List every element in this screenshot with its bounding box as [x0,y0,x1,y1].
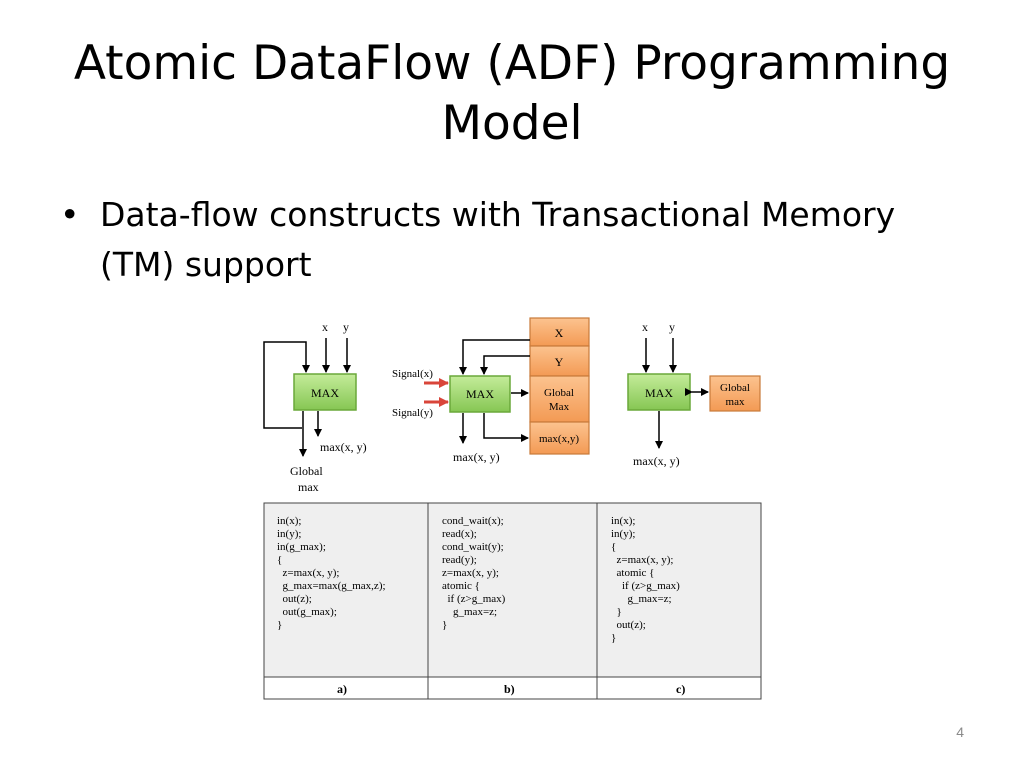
code-c-line: } [611,606,622,618]
c-global-label-1: Global [720,382,750,394]
code-c-line: g_max=z; [611,593,672,605]
diagram-b: X Y Global Max max(x,y) Signal(x) Signal… [392,317,590,464]
code-b-line: z=max(x, y); [442,567,499,579]
a-max-label: MAX [311,386,339,400]
c-max-label: MAX [645,386,673,400]
b-arrow-from-x [459,339,530,375]
b-mem-max-label: max(x,y) [539,433,579,445]
a-feedback-line [263,341,310,429]
b-max-node [449,375,511,413]
code-a-line: out(z); [277,593,312,605]
b-arrow-to-maxxy [483,413,529,442]
code-c-line: out(z); [611,619,646,631]
c-global-label-2: max [726,396,745,408]
bullet-item: • Data-flow constructs with Transactiona… [60,190,920,290]
diagram-c: x y MAX Global max max(x, y) [627,320,761,468]
b-mem-y-label: Y [555,355,564,369]
a-global-label-2: max [298,480,319,494]
c-max-node [627,373,691,411]
a-max-node [293,373,357,411]
code-b-line: atomic { [442,580,480,592]
code-panel-c [596,502,762,678]
code-c: in(x); in(y); { z=max(x, y); atomic { if… [611,515,680,644]
code-b-line: read(y); [442,554,477,566]
code-a-line: } [277,619,282,631]
code-c-line: in(x); [611,515,635,527]
a-input-x: x [322,320,328,334]
c-output-label: max(x, y) [633,454,680,468]
b-mem-global-label-1: Global [544,387,574,399]
c-input-y: y [669,320,675,334]
b-signal-x-label: Signal(x) [392,368,433,380]
code-b-line: g_max=z; [442,606,497,618]
b-mem-global [529,375,590,423]
b-arrow-from-y [480,355,530,375]
code-panel-a [263,502,429,678]
code-a-line: in(x); [277,515,301,527]
a-output-label: max(x, y) [320,440,367,454]
code-c-line: in(y); [611,528,635,540]
page-number: 4 [956,724,964,740]
code-a-line: in(y); [277,528,301,540]
code-a-line: { [277,554,282,566]
code-a-line: g_max=max(g_max,z); [277,580,386,592]
caption-row [263,676,762,700]
code-c-line: z=max(x, y); [611,554,673,566]
diagram-a: x y MAX max(x, y) Global max [263,320,367,494]
code-a-line: in(g_max); [277,541,326,553]
b-mem-x [529,317,590,347]
code-c-line: atomic { [611,567,654,579]
code-panels: in(x); in(y); in(g_max); { z=max(x, y); … [0,0,762,700]
a-global-label-1: Global [290,464,323,478]
code-a: in(x); in(y); in(g_max); { z=max(x, y); … [0,0,405,631]
caption-a: a) [337,682,347,696]
b-mem-x-label: X [555,326,564,340]
bullet-dot: • [60,195,80,234]
code-b-line: } [442,619,447,631]
code-c-line: { [611,541,616,553]
caption-b: b) [504,682,515,696]
code-b-line: read(x); [442,528,477,540]
b-mem-y [529,345,590,377]
caption-c: c) [676,682,685,696]
code-a-line: out(g_max); [277,606,337,618]
b-output-label: max(x, y) [453,450,500,464]
a-input-y: y [343,320,349,334]
b-mem-global-label-2: Max [549,401,570,413]
b-max-label: MAX [466,387,494,401]
code-c-line: if (z>g_max) [611,580,680,592]
code-b: cond_wait(x); read(x); cond_wait(y); rea… [0,0,525,631]
bullet-text: Data-flow constructs with Transactional … [100,195,896,284]
code-c-line: } [611,632,616,644]
code-b-line: if (z>g_max) [442,593,506,605]
c-input-x: x [642,320,648,334]
slide-title: Atomic DataFlow (ADF) Programming Model [73,36,951,151]
b-signal-y-label: Signal(y) [392,407,433,419]
code-a-line: z=max(x, y); [277,567,339,579]
c-global-box [709,375,761,412]
code-b-line: cond_wait(y); [442,541,504,553]
code-b-line: cond_wait(x); [442,515,504,527]
b-mem-max [529,421,590,455]
code-panel-b [427,502,598,678]
